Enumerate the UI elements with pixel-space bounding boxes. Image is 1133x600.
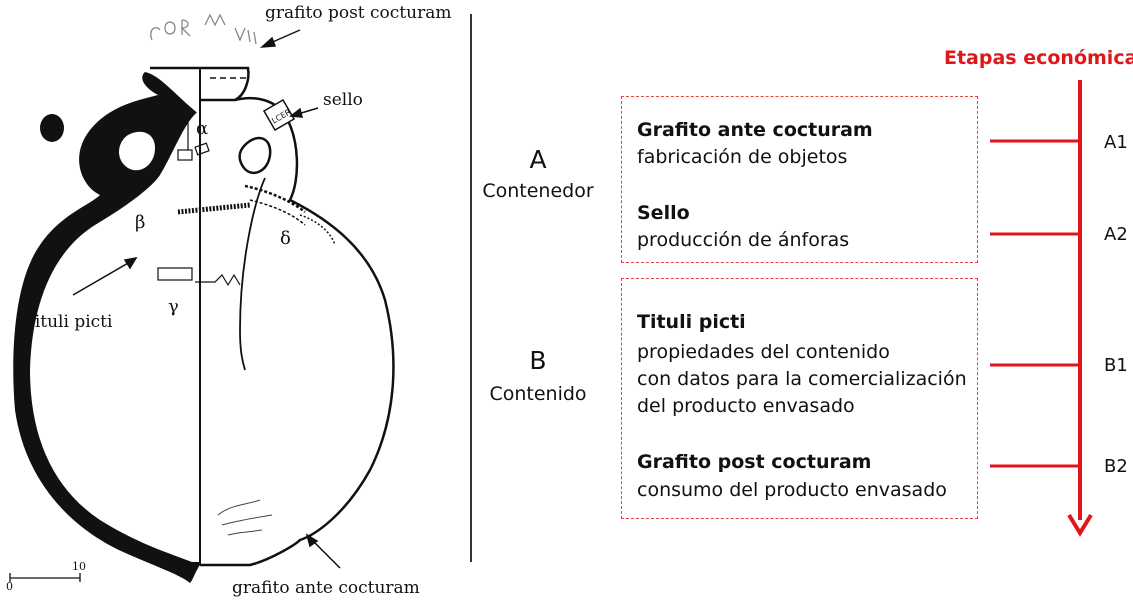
greek-delta: δ (280, 228, 291, 249)
code-b2: B2 (1104, 456, 1128, 477)
label-grafito-ante: grafito ante cocturam (232, 578, 420, 598)
amphora-outline-right (200, 96, 395, 567)
stage-desc-a2: producción de ánforas (637, 229, 850, 251)
stage-desc-b2: consumo del producto envasado (637, 479, 947, 501)
section-name-contenedor: Contenedor (482, 180, 594, 202)
greek-gamma: γ (168, 296, 179, 317)
amphora-drawing: LCER (9, 13, 395, 583)
scale-end: 10 (72, 560, 86, 573)
axis-title: Etapas económicas (944, 47, 1133, 69)
label-grafito-post: grafito post cocturam (265, 3, 452, 23)
stage-title-a1: Grafito ante cocturam (637, 119, 873, 141)
vertical-separator (470, 14, 472, 562)
stage-title-a2: Sello (637, 202, 690, 224)
section-letter-b: B (529, 346, 547, 375)
stage-desc-a1: fabricación de objetos (637, 146, 848, 168)
graffito-post-marks (150, 13, 257, 45)
amphora-inner-body (30, 110, 200, 562)
section-name-contenido: Contenido (489, 383, 587, 405)
code-a2: A2 (1104, 224, 1128, 245)
stage-desc-b1-line2: con datos para la comercialización (637, 368, 967, 390)
right-handle-opening (238, 136, 272, 175)
scale-start: 0 (6, 580, 13, 593)
greek-alpha: α (196, 118, 209, 139)
timeline-axis (990, 80, 1093, 537)
stage-title-b2: Grafito post cocturam (637, 451, 872, 473)
stage-desc-b1-line1: propiedades del contenido (637, 341, 890, 363)
section-letter-a: A (529, 145, 547, 174)
decorative-blob (40, 114, 64, 142)
stamp (262, 98, 296, 132)
code-b1: B1 (1104, 355, 1128, 376)
axis-arrowhead (1067, 513, 1093, 537)
stage-desc-b1-line3: del producto envasado (637, 395, 855, 417)
stage-title-b1: Tituli picti (637, 311, 746, 333)
box-contenido (621, 278, 978, 519)
box-contenedor (621, 96, 978, 263)
code-a1: A1 (1104, 132, 1128, 153)
greek-beta: β (135, 212, 146, 233)
label-sello: sello (323, 90, 363, 110)
label-tituli: tituli picti (28, 312, 113, 332)
scale-bar (9, 573, 81, 582)
handle-opening (118, 131, 155, 171)
